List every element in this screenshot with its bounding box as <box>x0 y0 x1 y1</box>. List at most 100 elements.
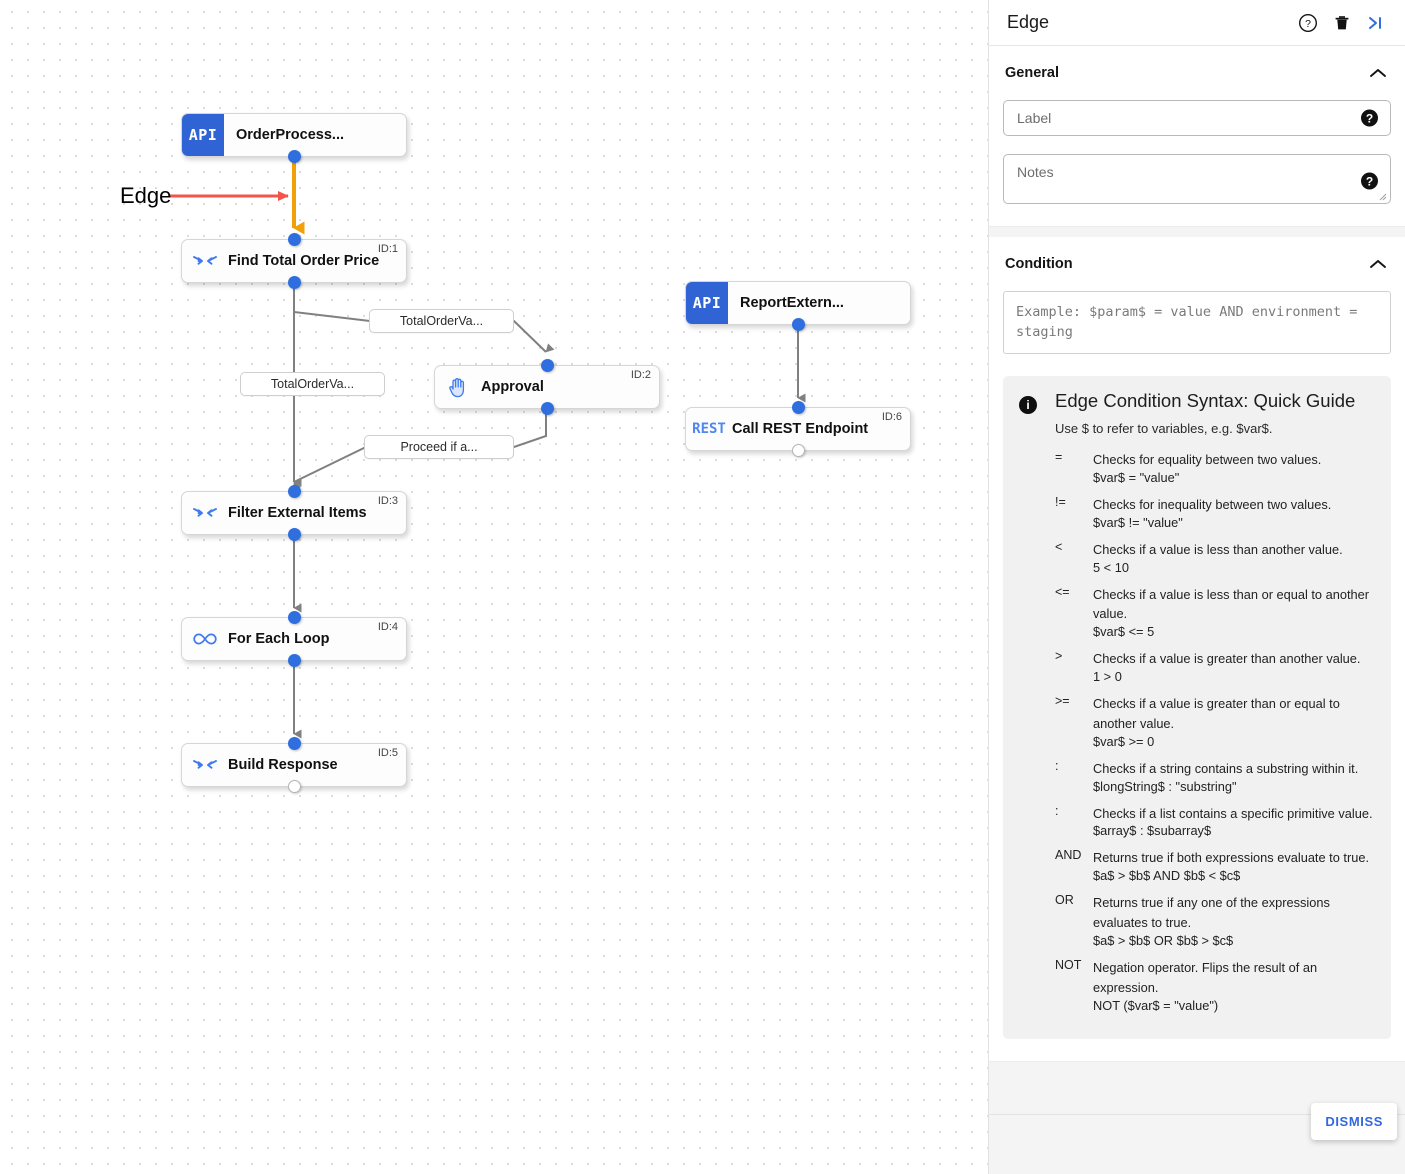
guide-row: :Checks if a string contains a substring… <box>1055 759 1375 794</box>
node-filter-external-items[interactable]: Filter External Items ID:3 <box>181 485 407 541</box>
guide-row-description: Checks if a list contains a specific pri… <box>1093 805 1373 821</box>
guide-row-description: Negation operator. Flips the result of a… <box>1093 959 1318 995</box>
annotation-edge-label: Edge <box>120 183 172 208</box>
node-input-port[interactable] <box>287 611 301 624</box>
help-circle-icon[interactable]: ? <box>1293 8 1323 38</box>
node-orderprocess[interactable]: API OrderProcess... <box>181 113 407 163</box>
guide-row-description: Checks if a value is greater than anothe… <box>1093 651 1361 667</box>
node-output-port[interactable] <box>540 402 554 415</box>
properties-panel: Edge ? General Label <box>988 0 1405 1174</box>
guide-row-description: Checks if a value is less than or equal … <box>1093 586 1370 622</box>
edge-label[interactable]: Proceed if a... <box>364 435 514 459</box>
node-input-port[interactable] <box>287 233 301 246</box>
node-title: Call REST Endpoint <box>732 421 869 437</box>
node-title: Build Response <box>228 757 338 773</box>
condition-syntax-guide: i Edge Condition Syntax: Quick Guide Use… <box>1003 376 1391 1039</box>
node-call-rest-endpoint[interactable]: REST Call REST Endpoint ID:6 <box>685 401 911 457</box>
node-output-port[interactable] <box>791 318 805 331</box>
node-output-port[interactable] <box>287 654 301 667</box>
node-id-tag: ID:1 <box>377 243 398 255</box>
condition-section-header[interactable]: Condition <box>1003 253 1391 275</box>
chevron-up-icon[interactable] <box>1367 62 1389 84</box>
merge-arrows-icon <box>182 240 228 282</box>
condition-input[interactable]: Example: $param$ = value AND environment… <box>1003 291 1391 355</box>
edge-label[interactable]: TotalOrderVa... <box>369 309 514 333</box>
edge-n2-n3 <box>293 409 547 491</box>
guide-row-operator: : <box>1055 803 1059 818</box>
api-badge: API <box>686 282 728 324</box>
label-field[interactable]: Label ? <box>1003 100 1391 136</box>
node-approval[interactable]: Approval ID:2 <box>434 359 660 415</box>
node-reportextern[interactable]: API ReportExtern... <box>685 281 911 331</box>
guide-row: NOT Negation operator. Flips the result o… <box>1055 958 1375 1013</box>
guide-row-example: $var$ != "value" <box>1093 514 1183 530</box>
guide-row-operator: != <box>1055 494 1066 509</box>
node-input-port[interactable] <box>791 401 805 414</box>
node-title: Approval <box>481 379 544 395</box>
merge-arrows-icon <box>182 744 228 786</box>
node-title: Filter External Items <box>228 505 367 521</box>
node-input-port[interactable] <box>287 737 301 750</box>
guide-row-operator: = <box>1055 450 1063 465</box>
node-output-port[interactable] <box>287 528 301 541</box>
node-output-port[interactable] <box>791 444 805 457</box>
condition-heading: Condition <box>1005 256 1073 272</box>
chevron-up-icon[interactable] <box>1367 253 1389 275</box>
guide-row-example: 1 > 0 <box>1093 669 1122 685</box>
node-for-each-loop[interactable]: For Each Loop ID:4 <box>181 611 407 667</box>
hand-icon <box>435 366 481 408</box>
rest-label-icon: REST <box>692 421 726 437</box>
guide-row-example: NOT ($var$ = "value") <box>1093 997 1219 1013</box>
guide-row-example: 5 < 10 <box>1093 559 1129 575</box>
guide-row-example: $a$ > $b$ OR $b$ > $c$ <box>1093 932 1234 948</box>
label-help-icon[interactable]: ? <box>1361 109 1378 127</box>
resize-grip-icon[interactable] <box>1377 191 1387 201</box>
guide-row-operator: >= <box>1055 694 1070 709</box>
node-output-port[interactable] <box>287 150 301 163</box>
notes-help-icon[interactable]: ? <box>1361 172 1378 190</box>
node-output-port[interactable] <box>287 276 301 289</box>
info-icon: i <box>1019 396 1037 415</box>
guide-row-example: $longString$ : "substring" <box>1093 778 1237 794</box>
node-input-port[interactable] <box>540 359 554 372</box>
condition-section: Condition Example: $param$ = value AND e… <box>989 237 1405 1062</box>
guide-row-operator: NOT <box>1055 957 1082 972</box>
node-input-port[interactable] <box>287 485 301 498</box>
guide-row-operator: OR <box>1055 893 1074 908</box>
general-section-header[interactable]: General <box>1003 62 1391 84</box>
collapse-panel-icon[interactable] <box>1361 8 1391 38</box>
guide-row: <Checks if a value is less than another … <box>1055 540 1375 575</box>
guide-row-description: Returns true if both expressions evaluat… <box>1093 850 1369 866</box>
guide-row-description: Returns true if any one of the expressio… <box>1093 895 1330 931</box>
general-heading: General <box>1005 65 1059 81</box>
guide-row-operator: < <box>1055 539 1063 554</box>
notes-field[interactable]: Notes ? <box>1003 154 1391 204</box>
node-id-tag: ID:6 <box>881 411 902 423</box>
guide-row-example: $var$ <= 5 <box>1093 624 1155 640</box>
guide-row: <= Checks if a value is less than or equa… <box>1055 585 1375 640</box>
panel-footer: DISMISS <box>989 1103 1405 1174</box>
guide-row-description: Checks for inequality between two values… <box>1093 496 1332 512</box>
dismiss-button[interactable]: DISMISS <box>1311 1103 1397 1140</box>
node-build-response[interactable]: Build Response ID:5 <box>181 737 407 793</box>
panel-body: General Label ? Notes ? <box>989 46 1405 1114</box>
guide-row: != Checks for inequality between two valu… <box>1055 495 1375 530</box>
panel-header: Edge ? <box>989 0 1405 46</box>
guide-row: =Checks for equality between two values.… <box>1055 450 1375 485</box>
guide-row-operator: AND <box>1055 848 1082 863</box>
svg-text:?: ? <box>1305 18 1311 30</box>
guide-row-example: $a$ > $b$ AND $b$ < $c$ <box>1093 868 1241 884</box>
trash-icon[interactable] <box>1327 8 1357 38</box>
guide-rows: =Checks for equality between two values.… <box>1019 450 1375 1012</box>
node-output-port[interactable] <box>287 780 301 793</box>
guide-row-operator: > <box>1055 649 1063 664</box>
notes-field-placeholder: Notes <box>1017 164 1054 180</box>
api-badge: API <box>182 114 224 156</box>
guide-row-operator: <= <box>1055 584 1070 599</box>
guide-row-example: $var$ >= 0 <box>1093 733 1155 749</box>
flow-canvas[interactable]: Edge API OrderProcess... Find Total Orde… <box>0 0 988 1174</box>
edge-label[interactable]: TotalOrderVa... <box>240 372 385 396</box>
guide-row-example: $var$ = "value" <box>1093 469 1180 485</box>
node-find-total-order-price[interactable]: Find Total Order Price ID:1 <box>181 233 407 289</box>
